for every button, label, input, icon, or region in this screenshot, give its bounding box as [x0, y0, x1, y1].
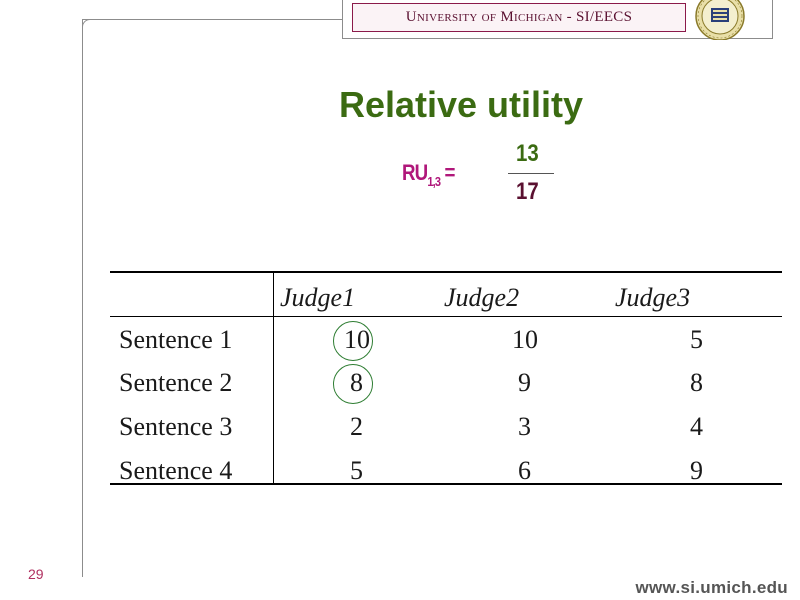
formula-label: RU1,3 =	[402, 160, 455, 189]
frame-left-line	[82, 19, 83, 577]
column-header-judge1: Judge1	[280, 283, 356, 312]
circle-highlight-sentence2-judge1	[333, 364, 373, 404]
site-url: www.si.umich.edu	[635, 578, 788, 597]
frame-header-left-line	[342, 0, 343, 38]
cell-value: 10	[512, 325, 538, 354]
table-bottom-rule	[110, 483, 782, 485]
cell-value: 4	[690, 412, 703, 441]
cell-value: 5	[350, 456, 363, 485]
formula-label-text: RU	[402, 160, 428, 185]
table-top-rule	[110, 271, 782, 273]
cell-value: 2	[350, 412, 363, 441]
frame-header-bottom-line	[342, 38, 772, 39]
university-seal-icon	[695, 0, 745, 40]
frame-corner	[82, 19, 97, 34]
formula-equals: =	[440, 160, 455, 185]
judge-scores-table: Judge1 Judge2 Judge3 Sentence 1 10 10 5 …	[110, 271, 782, 485]
row-label: Sentence 2	[119, 368, 233, 397]
frame-top-line	[82, 19, 342, 20]
cell-value: 8	[690, 368, 703, 397]
row-label: Sentence 1	[119, 325, 233, 354]
formula-numerator: 13	[516, 140, 539, 167]
fraction-bar	[508, 173, 554, 174]
cell-value: 5	[690, 325, 703, 354]
formula-subscript: 1,3	[427, 174, 441, 189]
slide-title: Relative utility	[338, 84, 584, 125]
circle-highlight-sentence1-judge1	[333, 321, 373, 361]
relative-utility-formula: RU1,3 = 13 17	[402, 140, 562, 210]
row-label: Sentence 3	[119, 412, 233, 441]
table-row-label-divider	[273, 271, 274, 485]
table-header-rule	[110, 316, 782, 317]
cell-value: 3	[518, 412, 531, 441]
header-banner: University of Michigan - SI/EECS	[352, 3, 686, 32]
cell-value: 9	[518, 368, 531, 397]
column-header-judge3: Judge3	[615, 283, 691, 312]
column-header-judge2: Judge2	[444, 283, 520, 312]
slide-number: 29	[28, 566, 44, 582]
formula-denominator: 17	[516, 178, 539, 205]
row-label: Sentence 4	[119, 456, 233, 485]
cell-value: 9	[690, 456, 703, 485]
cell-value: 6	[518, 456, 531, 485]
frame-header-right-line	[772, 0, 773, 39]
